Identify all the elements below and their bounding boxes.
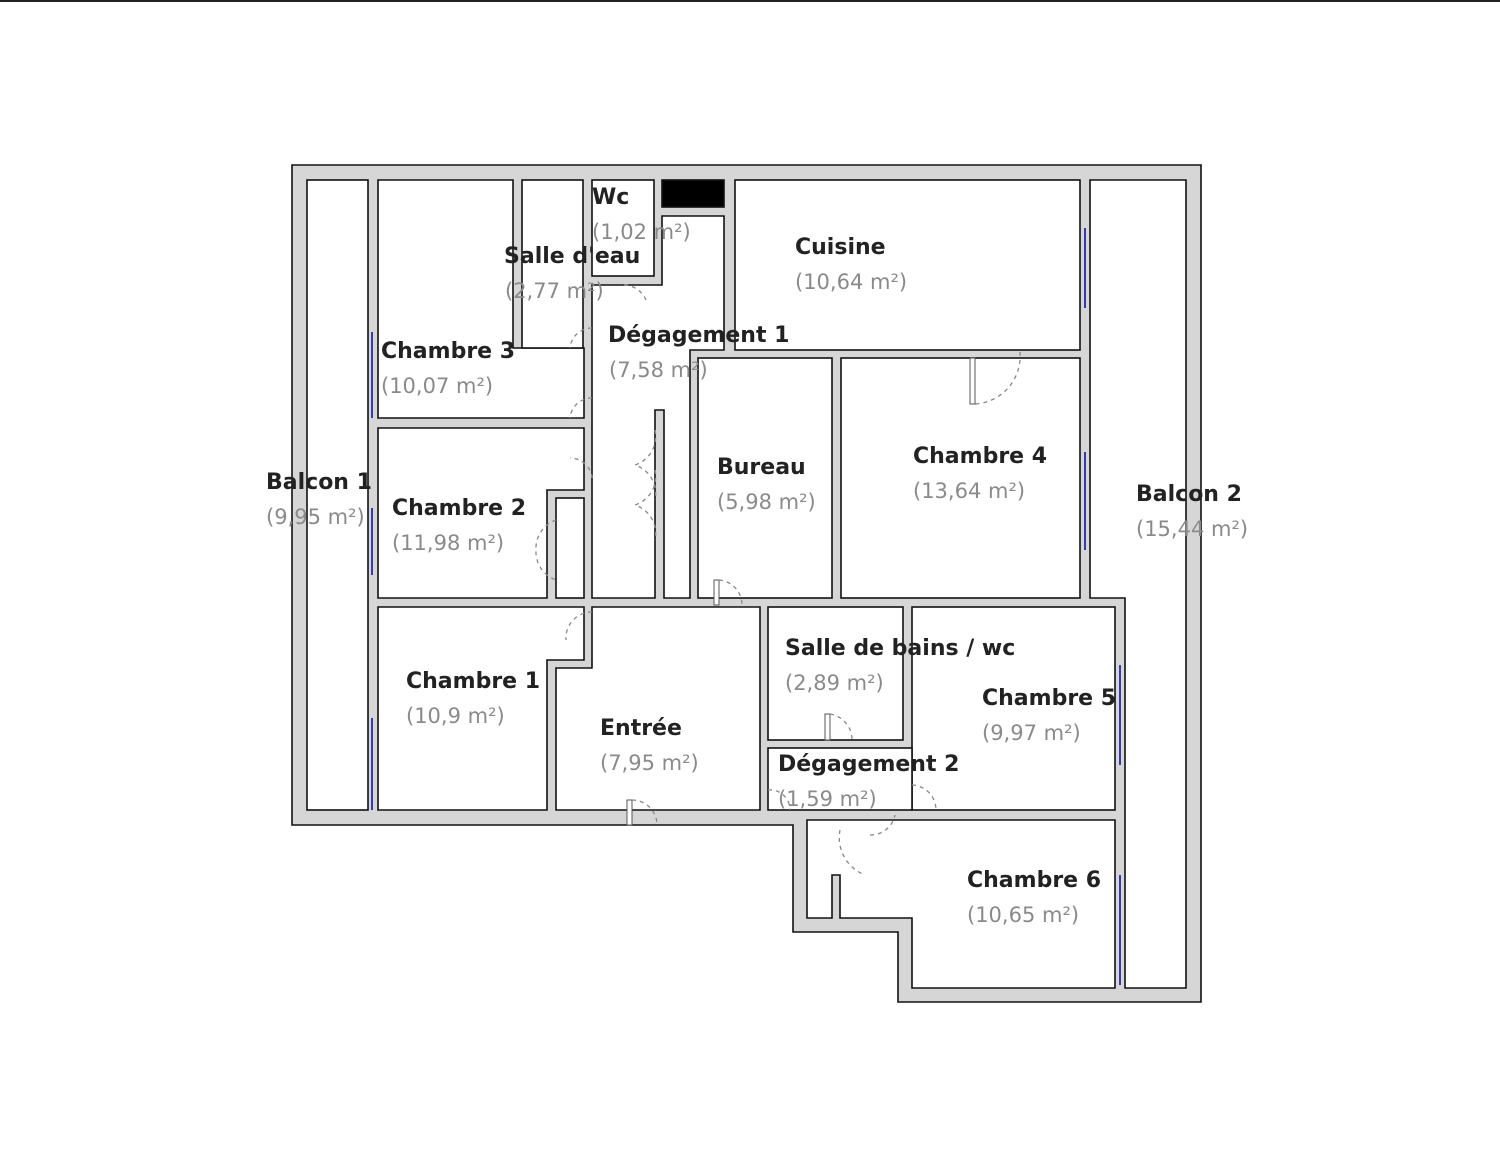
- room-label: Chambre 4: [913, 444, 1047, 469]
- room-area: (1,02 m²): [592, 220, 691, 244]
- room-chambre-6: [806, 819, 1116, 989]
- room-label: Balcon 2: [1136, 482, 1242, 507]
- room-area: (7,95 m²): [600, 751, 699, 775]
- room-label: Chambre 5: [982, 686, 1116, 711]
- room-area: (10,9 m²): [406, 704, 505, 728]
- room-degagement-2: [767, 747, 913, 811]
- room-area: (9,97 m²): [982, 721, 1081, 745]
- room-label: Chambre 3: [381, 339, 515, 364]
- room-degagement-1: [591, 215, 725, 599]
- top-border: [0, 0, 1500, 2]
- room-area: (1,59 m²): [778, 787, 877, 811]
- room-label: Salle d'eau: [504, 244, 640, 269]
- room-chambre-2: [377, 427, 585, 599]
- room-chambre-1: [377, 606, 585, 811]
- room-area: (9,95 m²): [266, 505, 365, 529]
- room-label: Dégagement 2: [778, 752, 959, 777]
- room-area: (10,07 m²): [381, 374, 493, 398]
- room-area: (10,64 m²): [795, 270, 907, 294]
- doors: [535, 284, 1021, 876]
- closet: [555, 497, 585, 599]
- room-label: Dégagement 1: [608, 323, 789, 348]
- room-label: Salle de bains / wc: [785, 636, 1015, 661]
- room-chambre-5: [911, 606, 1116, 811]
- room-label: Balcon 1: [266, 470, 372, 495]
- room-area: (2,77 m²): [505, 279, 604, 303]
- room-entree: [555, 606, 761, 811]
- room-chambre-3: [377, 179, 585, 419]
- room-label: Cuisine: [795, 235, 886, 260]
- room-area: (13,64 m²): [913, 479, 1025, 503]
- room-label: Chambre 2: [392, 496, 526, 521]
- room-bureau: [697, 357, 833, 599]
- room-chambre-4: [840, 357, 1081, 599]
- technical-shaft: [661, 179, 725, 208]
- room-area: (15,44 m²): [1136, 517, 1248, 541]
- room-area: (5,98 m²): [717, 490, 816, 514]
- room-cuisine: [734, 179, 1081, 351]
- room-area: (11,98 m²): [392, 531, 504, 555]
- room-area: (10,65 m²): [967, 903, 1079, 927]
- room-salle-de-bains: [767, 606, 904, 741]
- room-area: (7,58 m²): [609, 358, 708, 382]
- room-salle-deau: [521, 179, 584, 349]
- room-label: Entrée: [600, 716, 682, 741]
- room-label: Chambre 6: [967, 868, 1101, 893]
- room-label: Chambre 1: [406, 669, 540, 694]
- room-area: (2,89 m²): [785, 671, 884, 695]
- room-balcon-2: [1089, 179, 1187, 989]
- room-label: Bureau: [717, 455, 806, 480]
- room-wc: [591, 179, 655, 277]
- room-balcon-1: [306, 179, 369, 811]
- room-label: Wc: [592, 185, 629, 210]
- windows: [371, 228, 1121, 985]
